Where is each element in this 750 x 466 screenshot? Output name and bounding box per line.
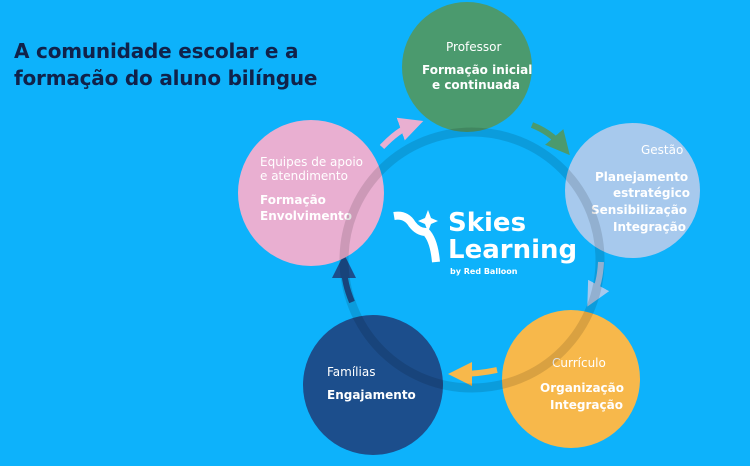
node-professor: Professor Formação inicial e continuada: [402, 2, 532, 132]
logo-mark-icon: [393, 210, 440, 263]
arrow-curriculo-to-familias: [448, 361, 498, 386]
node-gestao: Gestão Planejamento estratégico Sensibil…: [565, 123, 700, 258]
node-familias: Famílias Engajamento: [303, 315, 443, 455]
arrow-equipes-to-professor: [379, 117, 424, 150]
node-curriculo: Currículo Organização Integração: [502, 310, 640, 448]
node-equipes: Equipes de apoio e atendimento Formação …: [238, 120, 384, 266]
arrow-familias-to-equipes: [332, 254, 357, 304]
arrow-gestao-to-curriculo: [587, 261, 610, 307]
arrow-professor-to-gestao: [530, 122, 570, 156]
page-title: A comunidade escolar e a formação do alu…: [14, 39, 318, 90]
